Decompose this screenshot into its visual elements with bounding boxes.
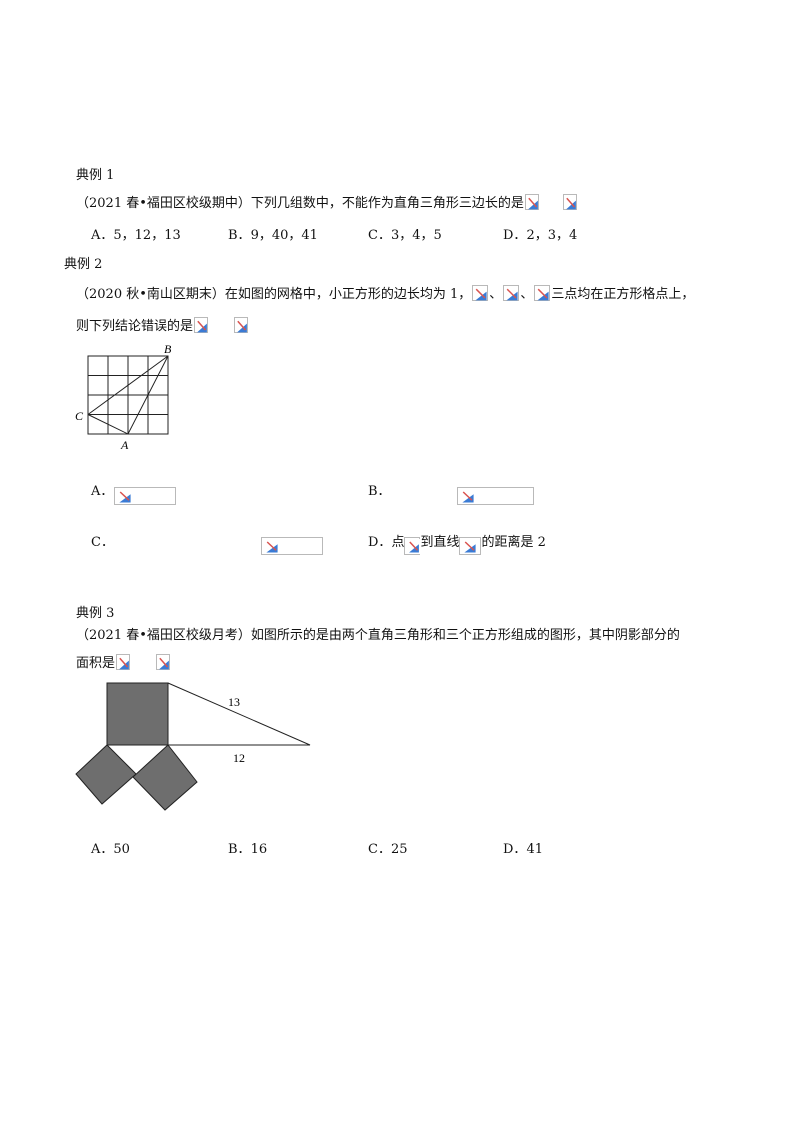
image-placeholder-icon (264, 539, 281, 554)
placeholder-slash (266, 541, 277, 551)
placeholder-slash (119, 657, 129, 668)
hypotenuse-label: 13 (228, 695, 240, 709)
example2-question-line2: 则下列结论错误的是 (76, 315, 249, 334)
placeholder-triangle (119, 660, 129, 670)
placeholder-slash (566, 197, 575, 208)
image-placeholder-icon (234, 317, 249, 333)
example2-source: （2020 秋•南山区期末） (76, 287, 225, 302)
example2-heading: 典例 2 (64, 257, 103, 272)
image-placeholder-icon (524, 194, 539, 210)
example1-option-d[interactable]: D．2，3，4 (503, 228, 578, 243)
option-a-formula-box (114, 487, 176, 505)
placeholder-slash (537, 288, 548, 299)
image-placeholder-icon (534, 285, 551, 301)
image-placeholder-icon (462, 539, 479, 554)
placeholder-slash (475, 288, 486, 299)
example1-heading: 典例 1 (76, 168, 115, 183)
example1-question: 下列几组数中，不能作为直角三角形三边长的是 (250, 196, 524, 211)
placeholder-triangle (119, 494, 131, 503)
example2-option-c[interactable]: C． (91, 535, 114, 550)
example2-option-a[interactable]: A． (91, 484, 114, 499)
grid-triangle-figure: B C A (75, 342, 172, 452)
image-placeholder-icon (117, 489, 133, 504)
placeholder-slash (119, 491, 130, 501)
example2-option-b[interactable]: B． (368, 484, 391, 499)
example3-option-d[interactable]: D．41 (503, 842, 543, 857)
option-d-line-box (459, 537, 482, 555)
placeholder-slash (237, 320, 247, 331)
image-placeholder-icon (562, 194, 577, 210)
placeholder-slash (159, 657, 169, 668)
placeholder-triangle (159, 660, 169, 670)
image-placeholder-icon (503, 285, 520, 301)
example3-option-a[interactable]: A．50 (91, 842, 130, 857)
placeholder-slash (465, 541, 475, 551)
placeholder-slash (409, 541, 419, 551)
placeholder-slash (197, 320, 207, 331)
image-placeholder-icon (472, 285, 489, 301)
placeholder-triangle (566, 200, 576, 210)
option-d-point-box (404, 537, 422, 555)
pythagoras-squares-figure: 13 12 (75, 682, 311, 811)
example2-question-line1: （2020 秋•南山区期末）在如图的网格中，小正方形的边长均为 1，、、三点均在… (76, 285, 695, 302)
example1-option-b[interactable]: B．9，40，41 (228, 228, 318, 243)
option-b-formula-box (457, 487, 535, 505)
placeholder-triangle (475, 291, 487, 301)
example3-question-line1: （2021 春•福田区校级月考）如图所示的是由两个直角三角形和三个正方形组成的图… (76, 628, 680, 643)
example3-option-b[interactable]: B．16 (228, 842, 268, 857)
point-c-label: C (75, 409, 84, 423)
example1-source: （2021 春•福田区校级期中） (76, 196, 251, 211)
point-a-label: A (120, 438, 129, 452)
placeholder-slash (462, 491, 473, 501)
example3-option-c[interactable]: C．25 (368, 842, 408, 857)
point-b-label: B (164, 342, 172, 356)
option-c-formula-box (261, 537, 324, 555)
image-placeholder-icon (460, 489, 477, 504)
image-placeholder-icon (407, 539, 422, 554)
placeholder-slash (528, 197, 537, 208)
example1-option-a[interactable]: A．5，12，13 (91, 228, 181, 243)
placeholder-triangle (528, 200, 538, 210)
example3-heading: 典例 3 (76, 606, 115, 621)
image-placeholder-icon (116, 654, 131, 670)
example2-option-d[interactable]: D．点到直线的距离是 2 (368, 531, 546, 555)
placeholder-triangle (537, 291, 549, 301)
placeholder-triangle (506, 291, 518, 301)
example3-source: （2021 春•福田区校级月考） (76, 628, 251, 643)
example3-question-line2: 面积是 (76, 652, 171, 671)
leg-label: 12 (233, 751, 245, 765)
example1-question-line: （2021 春•福田区校级期中）下列几组数中，不能作为直角三角形三边长的是 (76, 192, 578, 211)
image-placeholder-icon (194, 317, 209, 333)
example1-option-c[interactable]: C．3，4，5 (368, 228, 442, 243)
placeholder-slash (506, 288, 517, 299)
image-placeholder-icon (156, 654, 171, 670)
